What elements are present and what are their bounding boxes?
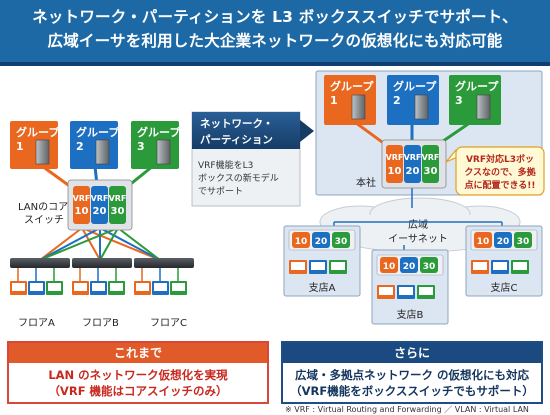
svg-text:10: 10: [75, 206, 89, 217]
left-group-3: グループ 3: [131, 121, 181, 169]
server-icon: [476, 94, 491, 120]
svg-text:10: 10: [383, 262, 396, 272]
svg-text:20: 20: [403, 262, 416, 272]
wan-label-2: イーサネット: [388, 233, 448, 245]
floor-a-label: フロアA: [18, 318, 55, 329]
svg-text:10: 10: [295, 237, 308, 247]
svg-text:20: 20: [406, 166, 420, 177]
svg-text:30: 30: [424, 166, 438, 177]
partition-callout: ネットワーク・ パーティション VRF機能をL3 ボックスの新モデル でサポート: [191, 111, 314, 207]
after-panel-title: さらに: [283, 343, 541, 363]
hq-group-2: グループ 2: [387, 75, 439, 125]
svg-text:10: 10: [477, 237, 490, 247]
left-floor-links: [39, 227, 161, 261]
hq-group-1-label: グループ: [330, 79, 374, 93]
branch-b-label: 支店B: [397, 308, 424, 321]
server-icon: [95, 139, 110, 165]
switch-icon: [72, 258, 132, 268]
svg-text:20: 20: [93, 206, 107, 217]
core-switch-label-2: スイッチ: [24, 214, 64, 226]
hq-group-2-num: 2: [393, 94, 401, 107]
network-diagram: グループ 1 グループ 2 グループ 3 VRF 10 VRF 20 VRF 3…: [10, 70, 545, 329]
branch-b: 10 20 30 支店B: [371, 249, 449, 325]
core-switch-label-1: LANのコア: [18, 202, 68, 213]
before-panel: これまで LAN のネットワーク仮想化を実現 （VRF 機能はコアスイッチのみ）: [7, 341, 269, 404]
title-line-1: ネットワーク・パーティションを L3 ボックススイッチでサポート、: [32, 8, 518, 26]
floor-b: フロアB: [72, 258, 132, 329]
left-group-1-num: 1: [16, 140, 24, 153]
svg-text:30: 30: [517, 237, 530, 247]
server-icon: [156, 139, 171, 165]
after-panel-line-2: （VRF機能をボックススイッチでもサポート）: [290, 384, 534, 398]
footnote: ※ VRF : Virtual Routing and Forwarding ／…: [285, 405, 529, 414]
left-group-2-num: 2: [76, 140, 84, 153]
left-group-2-label: グループ: [76, 125, 120, 139]
left-group-1-label: グループ: [16, 125, 60, 139]
svg-text:VRF: VRF: [422, 153, 440, 162]
left-group-3-num: 3: [137, 140, 145, 153]
after-panel-line-1: 広域・多拠点ネットワーク の仮想化にも対応: [294, 368, 529, 382]
floor-c: フロアC: [134, 258, 194, 329]
bubble-line-2: クスなので、多拠: [464, 166, 536, 178]
wan-label-1: 広域: [408, 218, 428, 231]
bubble-line-3: 点に配置できる!!: [464, 179, 535, 191]
svg-text:20: 20: [315, 237, 328, 247]
callout-body-2: ボックスの新モデル: [198, 172, 279, 184]
hq-switch: VRF 10 VRF 20 VRF 30: [381, 139, 447, 189]
branch-c-label: 支店C: [491, 281, 518, 294]
hq-group-3-label: グループ: [455, 79, 499, 93]
switch-icon: [10, 258, 70, 268]
floor-b-label: フロアB: [82, 318, 119, 329]
left-group-3-label: グループ: [137, 125, 181, 139]
callout-title-1: ネットワーク・: [200, 118, 273, 130]
hq-group-2-label: グループ: [393, 79, 437, 93]
floor-a: フロアA: [10, 258, 70, 329]
left-group-1: グループ 1: [10, 121, 60, 169]
server-icon: [35, 139, 50, 165]
after-panel: さらに 広域・多拠点ネットワーク の仮想化にも対応 （VRF機能をボックススイッ…: [281, 341, 543, 404]
bubble-line-1: VRF対応L3ボッ: [466, 153, 534, 165]
title-line-2: 広域イーサを利用した大企業ネットワークの仮想化にも対応可能: [47, 32, 503, 50]
svg-text:10: 10: [388, 166, 402, 177]
svg-text:20: 20: [497, 237, 510, 247]
switch-icon: [134, 258, 194, 268]
server-icon: [414, 94, 429, 120]
branch-c: 10 20 30 支店C: [465, 225, 543, 297]
arrow-right-icon: [300, 120, 314, 142]
before-panel-line-2: （VRF 機能はコアスイッチのみ）: [48, 384, 228, 398]
callout-body-1: VRF機能をL3: [198, 159, 253, 171]
hq-group-3: グループ 3: [449, 75, 501, 125]
before-panel-line-1: LAN のネットワーク仮想化を実現: [48, 368, 228, 382]
left-core-switch: VRF 10 VRF 20 VRF 30: [67, 179, 133, 231]
hq-label: 本社: [356, 176, 376, 189]
branch-a-label: 支店A: [309, 281, 336, 294]
svg-text:30: 30: [111, 206, 125, 217]
branch-a: 10 20 30 支店A: [283, 225, 361, 297]
svg-text:30: 30: [335, 237, 348, 247]
svg-text:VRF: VRF: [73, 194, 91, 203]
hq-group-1: グループ 1: [324, 75, 376, 125]
callout-title-2: パーティション: [200, 134, 273, 146]
vrf-bubble: VRF対応L3ボッ クスなので、多拠 点に配置できる!!: [445, 146, 545, 196]
floor-c-label: フロアC: [150, 318, 187, 329]
hq-group-3-num: 3: [455, 94, 463, 107]
server-icon: [351, 94, 366, 120]
before-panel-title: これまで: [9, 343, 267, 363]
svg-text:VRF: VRF: [386, 153, 404, 162]
title-banner: ネットワーク・パーティションを L3 ボックススイッチでサポート、 広域イーサを…: [0, 0, 550, 66]
svg-text:VRF: VRF: [404, 153, 422, 162]
svg-text:VRF: VRF: [91, 194, 109, 203]
svg-text:30: 30: [423, 262, 436, 272]
callout-body-3: でサポート: [198, 186, 243, 197]
hq-group-1-num: 1: [330, 94, 338, 107]
svg-text:VRF: VRF: [109, 194, 127, 203]
left-group-2: グループ 2: [70, 121, 120, 169]
